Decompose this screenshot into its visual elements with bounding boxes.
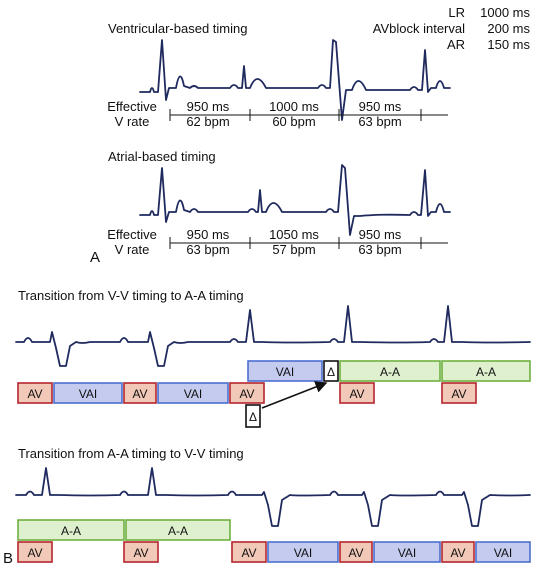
vent-interval-bpm: 60 bpm — [272, 114, 315, 129]
vai-interval-label: VAI — [294, 546, 312, 560]
av-interval-label: AV — [239, 387, 254, 401]
av-interval-box — [441, 541, 475, 563]
vent-interval-ms: 950 ms — [187, 99, 230, 114]
atrial-interval-bpm: 57 bpm — [272, 242, 315, 257]
vent-timing-title: Ventricular-based timing — [108, 21, 247, 36]
aa-interval-box — [339, 360, 441, 382]
vv-to-aa-ecg-trace — [15, 305, 531, 367]
aa-to-vv-ecg-trace — [15, 467, 531, 527]
aa-interval-label: A-A — [61, 524, 81, 538]
atrial-interval-ms: 950 ms — [359, 227, 402, 242]
vai-interval-box — [157, 382, 229, 404]
panel-b-letter: B — [3, 550, 13, 567]
param-ar-value: 150 ms — [487, 37, 530, 52]
av-interval-label: AV — [27, 546, 42, 560]
av-interval-box — [123, 382, 157, 404]
av-interval-label: AV — [349, 387, 364, 401]
vai-interval-label: VAI — [79, 387, 97, 401]
atrial-interval-ms: 950 ms — [187, 227, 230, 242]
av-interval-label: AV — [348, 546, 363, 560]
param-lr-value: 1000 ms — [480, 5, 530, 20]
aa-interval-label: A-A — [476, 365, 496, 379]
av-interval-label: AV — [451, 387, 466, 401]
aa-interval-box — [17, 519, 125, 541]
vent-ecg-trace — [139, 39, 451, 121]
aa-to-vv-lower-row: AV AV AV VAI AV VAI AV VAI — [17, 541, 531, 563]
aa-interval-box — [441, 360, 531, 382]
vai-interval-box — [373, 541, 441, 563]
atrial-interval-ms: 1050 ms — [269, 227, 319, 242]
av-interval-box — [231, 541, 267, 563]
vai-interval-label: VAI — [184, 387, 202, 401]
atrial-interval-bpm: 63 bpm — [358, 242, 401, 257]
vai-interval-label: VAI — [494, 546, 512, 560]
av-interval-label: AV — [132, 387, 147, 401]
av-interval-label: AV — [133, 546, 148, 560]
vent-interval-ms: 1000 ms — [269, 99, 319, 114]
av-interval-label: AV — [450, 546, 465, 560]
av-interval-box — [229, 382, 265, 404]
delta-label: Δ — [327, 365, 335, 379]
param-avb-label: AVblock interval — [373, 21, 465, 36]
param-lr-label: LR — [448, 5, 465, 20]
atrial-ecg-trace — [139, 164, 451, 236]
vent-interval-bpm: 62 bpm — [186, 114, 229, 129]
vent-scale — [169, 109, 448, 121]
aa-interval-label: A-A — [168, 524, 188, 538]
vent-rate-label-2: V rate — [115, 114, 150, 129]
transition-vv-to-aa-title: Transition from V-V timing to A-A timing — [18, 288, 244, 303]
atrial-timing-title: Atrial-based timing — [108, 149, 216, 164]
vent-interval-ms: 950 ms — [359, 99, 402, 114]
vv-to-aa-lower-row: AV VAI AV VAI AV AV AV — [17, 382, 477, 404]
param-avb-value: 200 ms — [487, 21, 530, 36]
vai-interval-label: VAI — [276, 365, 294, 379]
param-ar-label: AR — [447, 37, 465, 52]
transition-aa-to-vv-title: Transition from A-A timing to V-V timing — [18, 446, 244, 461]
vent-rate-label-1: Effective — [107, 99, 157, 114]
delta-arrow — [261, 381, 328, 409]
vai-interval-box — [267, 541, 339, 563]
vai-interval-box — [475, 541, 531, 563]
av-interval-label: AV — [241, 546, 256, 560]
av-interval-box — [441, 382, 477, 404]
vai-interval-box — [247, 360, 323, 382]
vv-to-aa-upper-row: VAI Δ A-A A-A — [247, 360, 531, 382]
atrial-rate-label-1: Effective — [107, 227, 157, 242]
delta-marker-label: Δ — [249, 410, 257, 424]
av-interval-label: AV — [27, 387, 42, 401]
av-interval-box — [339, 382, 375, 404]
atrial-interval-bpm: 63 bpm — [186, 242, 229, 257]
delta-box — [323, 360, 339, 382]
av-interval-box — [17, 382, 53, 404]
av-interval-box — [339, 541, 373, 563]
aa-to-vv-upper-row: A-A A-A — [17, 519, 231, 541]
atrial-rate-label-2: V rate — [115, 242, 150, 257]
vent-interval-bpm: 63 bpm — [358, 114, 401, 129]
aa-interval-box — [125, 519, 231, 541]
vai-interval-box — [53, 382, 123, 404]
vai-interval-label: VAI — [398, 546, 416, 560]
av-interval-box — [17, 541, 53, 563]
atrial-scale — [169, 237, 448, 249]
panel-a-letter: A — [90, 249, 100, 266]
delta-marker-box — [245, 404, 261, 428]
av-interval-box — [123, 541, 159, 563]
aa-interval-label: A-A — [380, 365, 400, 379]
